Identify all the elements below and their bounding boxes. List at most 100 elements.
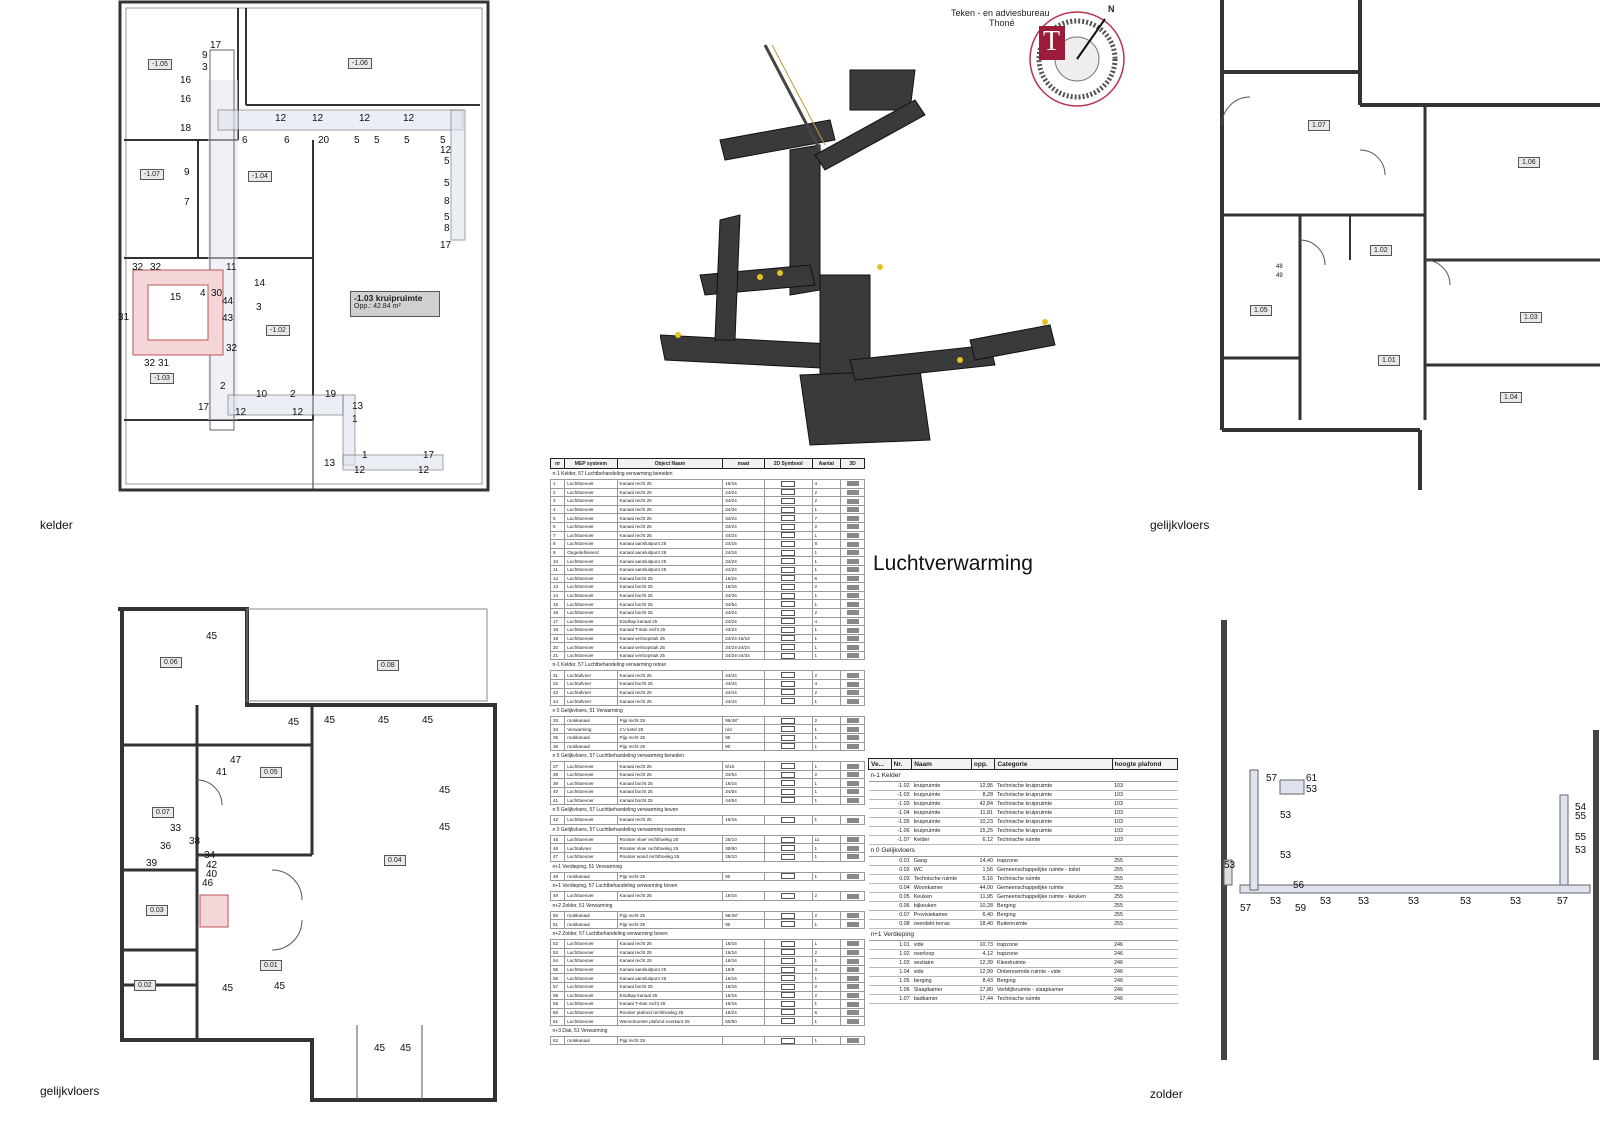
duct-3d-icon <box>846 618 859 624</box>
duct-number: 12 <box>440 145 452 156</box>
table-cell: Kanaal aansluitpunt 25 <box>616 564 724 575</box>
duct-3d-icon <box>846 772 859 778</box>
duct-3d-icon <box>846 567 859 573</box>
highlight-room-name: -1.03 kruipruimte <box>354 293 423 303</box>
room-label: 1.04 <box>1500 392 1522 403</box>
table-cell: 0.06 <box>891 901 912 911</box>
symbol-2d-icon <box>763 815 813 825</box>
duct-number: 17 <box>423 450 435 461</box>
table-cell: 58 <box>549 990 566 1001</box>
table-cell: Luchttoevoer <box>564 573 618 584</box>
duct-3d-icon <box>846 992 859 998</box>
schedule-group-row: n+1 Verdieping, 57 Luchtbehandeling verw… <box>551 881 865 892</box>
duct-3d-icon <box>846 690 859 696</box>
duct-3d-icon <box>846 941 859 947</box>
table-cell: -1.02 <box>891 781 912 791</box>
grille-number: 47 <box>230 755 242 766</box>
duct-3d-icon <box>846 845 859 851</box>
duct-number: 14 <box>254 278 266 289</box>
symbol-2d-icon <box>763 981 813 992</box>
table-cell: Luchttoevoer <box>564 599 618 609</box>
table-cell: Pijp recht 25 <box>616 910 724 921</box>
duct-symbol-icon <box>781 966 796 973</box>
duct-symbol-icon <box>781 873 796 880</box>
table-cell: trapzone <box>994 949 1113 959</box>
symbol-2d-icon <box>763 891 813 901</box>
table-cell: Pijp recht 25 <box>616 741 724 752</box>
duct-number: 20 <box>318 135 330 146</box>
table-cell: 35 <box>549 733 566 743</box>
grille-number: 41 <box>216 767 228 778</box>
table-cell: 246 <box>1112 949 1178 959</box>
table-cell: 16/16 <box>722 973 765 983</box>
symbol-2d-icon <box>763 650 813 661</box>
duct-3d-icon <box>846 490 859 496</box>
room-header-cell: Categorie <box>994 758 1113 770</box>
table-cell: Kanaal aansluitpunt 25 <box>616 973 724 983</box>
schedule-header-cell: Aantal <box>811 458 842 469</box>
table-cell: Technische kruipruimte <box>994 826 1113 836</box>
symbol-2d-icon <box>763 530 813 541</box>
table-cell: 24/24-16/16 <box>722 633 765 644</box>
table-cell: rookkanaal <box>564 1035 618 1046</box>
symbol-2d-icon <box>763 795 813 806</box>
table-cell: Berging <box>994 901 1113 911</box>
table-cell: WC <box>911 865 972 875</box>
table-cell: Luchttoevoer <box>564 761 618 771</box>
table-cell: 7 <box>811 513 842 523</box>
duct-number: 44 <box>222 296 234 307</box>
symbol-2d-icon <box>763 1035 813 1046</box>
table-cell <box>868 799 892 809</box>
table-cell: Kanaal recht 25 <box>616 761 724 771</box>
table-cell: 60 <box>549 1007 566 1018</box>
symbol-3d-icon <box>840 599 865 609</box>
table-cell: 0.05 <box>891 892 912 902</box>
duct-number: 43 <box>222 313 234 324</box>
symbol-3d-icon <box>840 956 865 966</box>
table-cell: 4 <box>811 679 842 689</box>
room-label: 0.04 <box>384 855 406 866</box>
table-cell <box>868 781 892 791</box>
table-cell: rookkanaal <box>564 871 618 882</box>
symbol-3d-icon <box>840 496 865 506</box>
table-cell: trapzone <box>994 940 1113 950</box>
duct-symbol-icon <box>781 618 796 625</box>
table-cell: Kanaal verloopstuk 25 <box>616 642 724 652</box>
table-cell: 34/24 <box>722 513 765 523</box>
table-cell: 44/54 <box>722 795 765 806</box>
table-cell: 1 <box>811 590 842 601</box>
table-cell: bijkeuken <box>911 901 972 911</box>
table-cell: Luchtafvoer <box>564 696 618 706</box>
table-cell: Rooster wand rechthoekig 25 <box>616 851 724 862</box>
table-cell: Berging <box>994 976 1113 986</box>
table-cell: 246 <box>1112 976 1178 986</box>
highlight-room-tag: -1.03 kruipruimte Opp.: 42.84 m² <box>350 291 440 317</box>
duct-number: 9 <box>202 50 208 61</box>
table-cell: 16/16 <box>722 956 765 966</box>
table-cell: Luchttoevoer <box>564 964 618 975</box>
table-cell: 5,16 <box>971 874 995 884</box>
table-cell: 45 <box>549 834 566 845</box>
duct-number: 12 <box>354 465 366 476</box>
duct-symbol-icon <box>781 601 796 608</box>
symbol-3d-icon <box>840 679 865 689</box>
duct-3d-icon <box>846 672 859 678</box>
schedule-group-title: n-1 Kelder, 57 Luchtbehandeling verwarmi… <box>552 662 667 669</box>
symbol-3d-icon <box>840 843 865 853</box>
symbol-3d-icon <box>840 787 865 797</box>
table-cell <box>722 1035 765 1046</box>
company-name: Teken - en adviesbureau <box>951 8 1050 18</box>
table-cell: 36 <box>549 741 566 752</box>
table-cell: kruipruimte <box>911 808 972 818</box>
symbol-2d-icon <box>763 990 813 1001</box>
symbol-3d-icon <box>840 778 865 788</box>
table-cell: Luchttoevoer <box>564 513 618 523</box>
table-cell: Luchttoevoer <box>564 891 618 901</box>
duct-symbol-icon <box>781 566 796 573</box>
